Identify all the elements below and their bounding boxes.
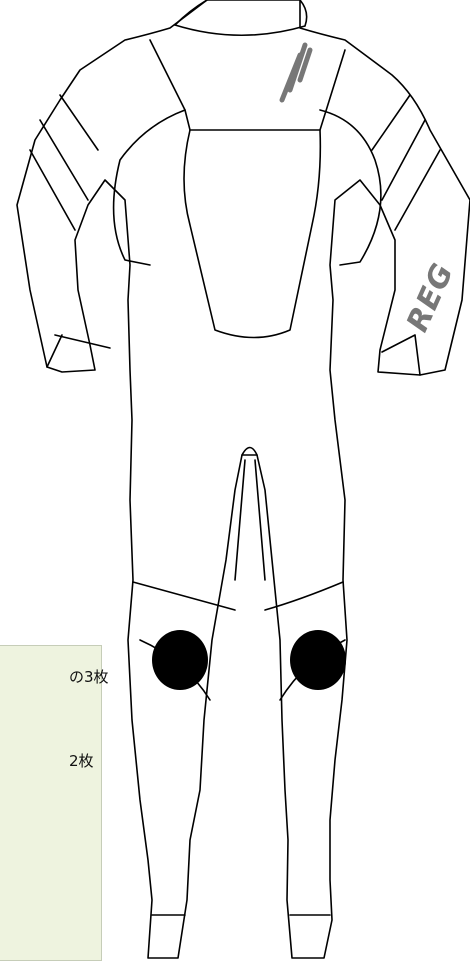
right-sleeve-stripe: [371, 94, 441, 231]
left-knee-pad: [152, 630, 208, 690]
left-thigh-seam: [132, 581, 236, 611]
left-cuff: [46, 334, 111, 368]
left-sleeve-stripe: [29, 94, 99, 231]
note-line-1: の3枚: [69, 668, 109, 686]
right-shoulder-seam: [319, 109, 382, 266]
collar-outline: [174, 0, 308, 37]
right-thigh-seam: [264, 581, 344, 611]
center-panel: [183, 129, 322, 339]
right-cuff: [381, 334, 421, 376]
note-line-2: 2枚: [69, 752, 94, 770]
left-shoulder-seam: [112, 109, 186, 266]
right-knee-pad: [290, 630, 346, 690]
crotch-seam: [234, 446, 266, 581]
note-panel: の3枚 2枚: [0, 645, 109, 961]
flame-stripe-logo: [279, 42, 313, 103]
suit-outline: [16, 0, 470, 959]
